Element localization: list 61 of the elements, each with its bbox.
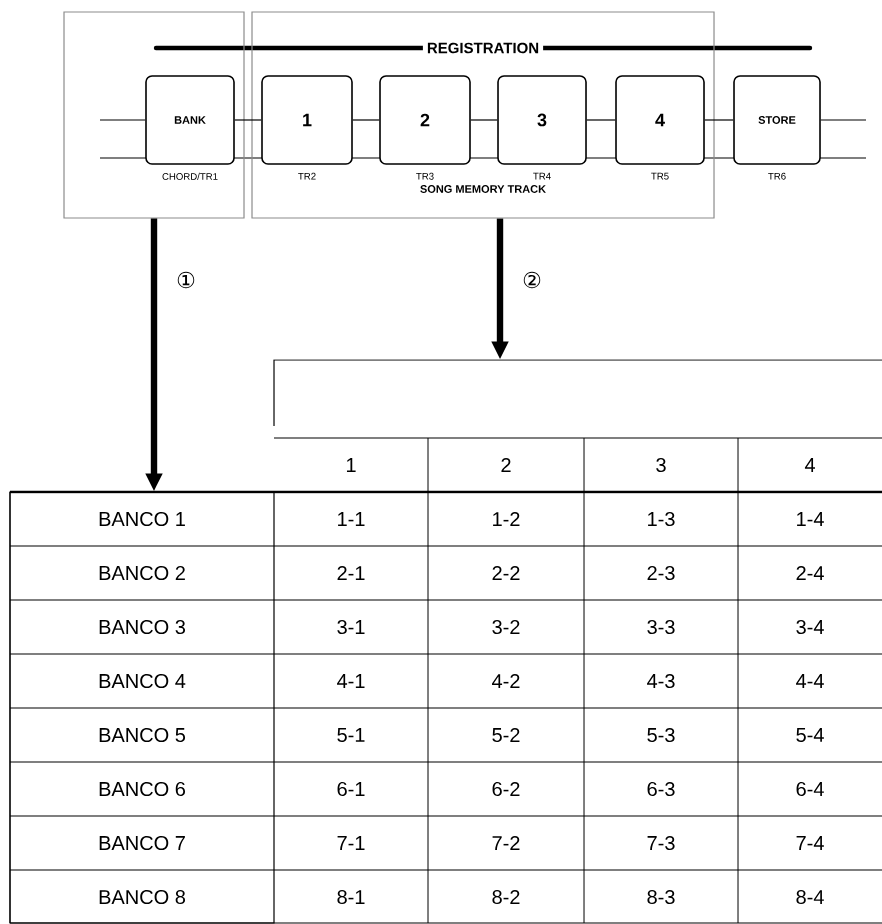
table-cell: 5-3: [647, 727, 675, 743]
table-cell: BANCO 5: [99, 727, 186, 743]
step-number: ②: [520, 269, 544, 291]
table-cell: 4-4: [796, 674, 824, 688]
table-cell: 5-4: [796, 728, 824, 742]
table-cell: 2-3: [647, 565, 675, 581]
table-cell: 6-1: [337, 781, 365, 797]
table-cell: 4-3: [647, 673, 675, 689]
table-cell: 5-1: [337, 728, 365, 742]
table-cell: 6-2: [492, 781, 520, 797]
button: 1: [261, 75, 353, 165]
table-cell: BANCO 3: [99, 619, 185, 635]
header-bracket: [273, 359, 882, 427]
table-cell: 8-2: [492, 889, 520, 905]
table-cell: BANCO 7: [99, 835, 185, 851]
table-cell: 1-3: [648, 511, 675, 527]
table-cell: BANCO 8: [99, 889, 185, 905]
table-cell: 3-4: [796, 619, 824, 635]
table-cell: 3-2: [492, 619, 520, 635]
panel-frame: [251, 11, 715, 219]
table-cell: BANCO 6: [99, 781, 185, 797]
table-cell: 1-4: [797, 512, 824, 526]
table-cell: 7-2: [492, 836, 520, 850]
table-cell: 2-2: [492, 566, 520, 580]
connector-line: [234, 119, 262, 121]
table-cell: 2-1: [337, 566, 365, 580]
table-cell: 7-4: [796, 836, 824, 850]
bank-column: [9, 491, 275, 924]
button: 2: [379, 75, 471, 165]
column-header: 1: [347, 458, 356, 472]
column-header: 2: [501, 458, 511, 472]
step-number: ①: [174, 269, 198, 291]
table-cell: 3-1: [337, 619, 365, 635]
table-cell: 4-1: [337, 674, 365, 688]
table-cell: 4-2: [492, 674, 520, 688]
table-cell: 2-4: [796, 566, 824, 580]
button: 4: [615, 75, 705, 165]
table-cell: 6-4: [796, 781, 824, 797]
table-cell: 8-1: [337, 889, 365, 905]
table-cell: 6-3: [647, 781, 675, 797]
table-cell: BANCO 1: [99, 511, 185, 527]
table-cell: 1-2: [493, 512, 520, 526]
table-cell: BANCO 4: [99, 673, 186, 689]
connector-line: [704, 119, 734, 121]
column-header: 4: [804, 458, 815, 472]
connector-line: [470, 119, 498, 121]
table-cell: 8-3: [647, 889, 675, 905]
panel-frame: [63, 11, 245, 219]
table-cell: 1-1: [338, 512, 365, 526]
table-cell: 5-2: [492, 727, 520, 743]
button: 3: [497, 75, 587, 165]
table-cell: BANCO 2: [99, 565, 185, 581]
table-cell: 3-3: [647, 619, 675, 635]
table-cell: 7-3: [647, 835, 675, 851]
connector-line: [586, 119, 616, 121]
table-cell: 7-1: [337, 836, 365, 850]
connector-line: [99, 119, 146, 121]
column-header: 3: [656, 457, 666, 473]
connector-line: [352, 119, 380, 121]
table-cell: 8-4: [796, 889, 824, 905]
connector-line: [820, 119, 867, 121]
